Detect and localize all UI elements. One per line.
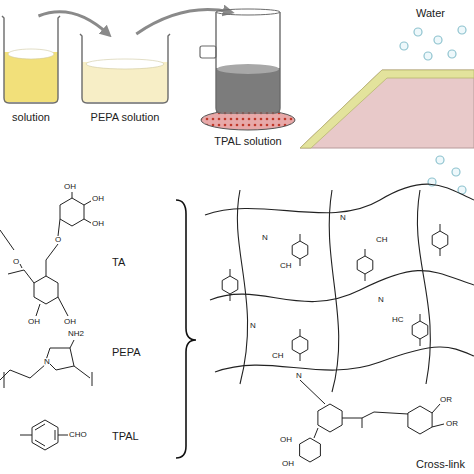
- beaker-drawing: [78, 30, 172, 106]
- atom-label: OR: [440, 396, 452, 404]
- transfer-arrow: [38, 12, 108, 34]
- pepa-structure: [0, 340, 92, 388]
- substrate-slope: [300, 70, 474, 148]
- beaker-label: solution: [0, 111, 72, 124]
- atom-label: HC: [392, 316, 404, 324]
- coating-layer: [300, 70, 474, 148]
- water-droplets: [400, 26, 466, 194]
- beaker-on-stirrer: [198, 8, 298, 132]
- atom-label: N: [44, 358, 50, 366]
- atom-label: O: [55, 236, 61, 244]
- atom-label: CH: [376, 236, 388, 244]
- atom-label: N: [262, 234, 268, 242]
- atom-label: N: [250, 322, 256, 330]
- network-chains: [205, 184, 474, 392]
- tpal-structure: [20, 420, 68, 450]
- bracket: [176, 200, 196, 458]
- water-label: Water: [416, 8, 445, 19]
- benzene-rings: [222, 224, 448, 361]
- beaker-node: PEPA solution: [78, 30, 172, 124]
- atom-label: NH2: [68, 330, 84, 338]
- beaker-drawing: [0, 12, 62, 106]
- atom-label: OH: [92, 220, 104, 228]
- atom-label: O: [13, 258, 19, 266]
- atom-label: N: [340, 214, 346, 222]
- tannic-residue: [300, 380, 444, 462]
- atom-label: OR: [446, 420, 458, 428]
- beaker-label: PEPA solution: [68, 111, 182, 124]
- network-label: Cross-link: [416, 459, 465, 470]
- atom-label: CH: [272, 352, 284, 360]
- atom-label: OH: [64, 183, 76, 191]
- atom-label: N: [378, 296, 384, 304]
- atom-label: N: [296, 372, 302, 380]
- atom-label: CHO: [69, 431, 87, 439]
- atom-label: OH: [280, 436, 292, 444]
- beaker-label: TPAL solution: [188, 135, 308, 148]
- structure-label: TPAL: [112, 431, 139, 442]
- structure-label: TA: [112, 257, 125, 268]
- atom-label: OH: [282, 460, 294, 468]
- beaker-node: solution: [0, 12, 62, 124]
- atom-label: OH: [64, 318, 76, 326]
- ta-structure: [0, 192, 91, 316]
- beaker-node: TPAL solution: [198, 8, 298, 148]
- atom-label: OH: [92, 195, 104, 203]
- atom-label: OH: [28, 318, 40, 326]
- structure-label: PEPA: [112, 347, 141, 358]
- atom-label: CH: [280, 262, 292, 270]
